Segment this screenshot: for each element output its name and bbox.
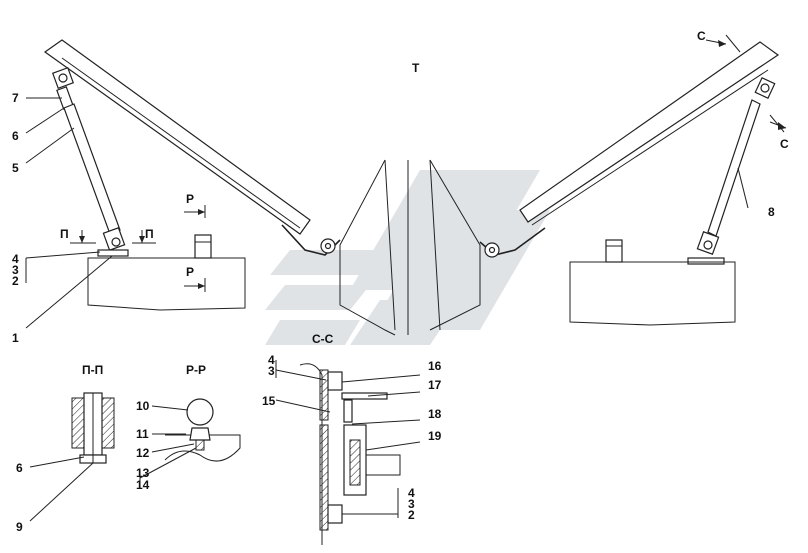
section-label-c-bottom: С: [780, 137, 789, 151]
section-pp-detail: [29, 392, 115, 522]
section-label-c-top: С: [697, 29, 706, 43]
section-label-pi-right: П: [145, 227, 154, 241]
part-number-2d: 2: [408, 508, 415, 522]
section-label-p-top: Р: [186, 192, 194, 206]
section-title-pp: П-П: [82, 363, 103, 377]
part-number-2: 2: [12, 274, 19, 288]
part-number-7: 7: [12, 91, 19, 105]
part-number-3: 3: [12, 263, 19, 277]
section-title-cc: С-С: [312, 332, 334, 346]
part-number-12: 12: [136, 446, 150, 460]
part-number-16: 16: [428, 359, 442, 373]
view-label-t: Т: [412, 61, 420, 75]
part-number-19: 19: [428, 429, 442, 443]
right-beam: [479, 41, 780, 258]
section-label-p-bottom: Р: [186, 265, 194, 279]
section-arrows-c: [705, 34, 787, 133]
part-number-1: 1: [12, 331, 19, 345]
part-number-17: 17: [428, 378, 442, 392]
part-number-6b: 6: [16, 461, 23, 475]
section-cc-detail: [275, 360, 421, 545]
section-arrows-pi: [70, 230, 156, 244]
part-number-3c: 3: [268, 364, 275, 378]
part-number-10: 10: [136, 399, 150, 413]
part-number-18: 18: [428, 407, 442, 421]
right-block: [569, 239, 736, 326]
left-block: [87, 234, 246, 311]
part-number-11: 11: [136, 427, 149, 441]
part-number-14: 14: [136, 478, 150, 492]
center-hopper: [339, 159, 481, 336]
part-number-4c: 4: [268, 353, 275, 367]
part-number-4: 4: [12, 252, 19, 266]
watermark-logo: [265, 170, 550, 345]
left-beam: [43, 39, 341, 256]
part-number-4d: 4: [408, 486, 415, 500]
left-strut-assembly: [51, 66, 129, 257]
part-number-9: 9: [16, 520, 23, 534]
part-number-3d: 3: [408, 497, 415, 511]
leader-lines-left: [25, 97, 749, 329]
section-label-pi-left: П: [60, 227, 69, 241]
right-strut-assembly: [687, 76, 776, 265]
section-rr-detail: [139, 398, 241, 488]
part-number-13: 13: [136, 466, 150, 480]
part-number-8: 8: [768, 205, 775, 219]
part-number-15: 15: [262, 394, 276, 408]
part-number-6: 6: [12, 129, 19, 143]
part-number-5: 5: [12, 161, 19, 175]
section-arrows-p: [184, 205, 206, 292]
section-title-rr: Р-Р: [186, 363, 206, 377]
